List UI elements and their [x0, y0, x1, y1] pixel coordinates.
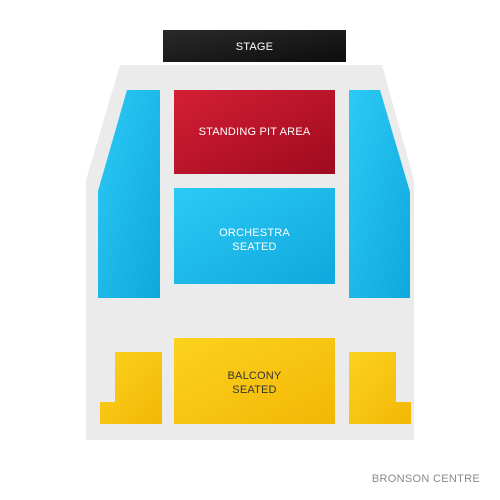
section-stage[interactable]: STAGE [163, 30, 346, 62]
orchestra-label-line2: SEATED [232, 241, 276, 253]
stage-block[interactable] [163, 30, 346, 62]
section-orchestra[interactable]: ORCHESTRA SEATED [174, 188, 335, 284]
section-orchestra-left[interactable] [98, 90, 160, 298]
section-balcony[interactable]: BALCONY SEATED [174, 338, 335, 424]
orchestra-label-line1: ORCHESTRA [219, 227, 290, 239]
section-orchestra-right[interactable] [349, 90, 410, 298]
venue-name: BRONSON CENTRE [371, 473, 480, 485]
section-balcony-left[interactable] [100, 352, 162, 424]
stage-label: STAGE [236, 41, 273, 53]
balcony-label-line2: SEATED [232, 384, 276, 396]
balcony-block[interactable] [174, 338, 335, 424]
section-standing-pit[interactable]: STANDING PIT AREA [174, 90, 335, 174]
orchestra-block[interactable] [174, 188, 335, 284]
standing-pit-label: STANDING PIT AREA [199, 126, 311, 138]
standing-pit-block[interactable] [174, 90, 335, 174]
section-balcony-right[interactable] [349, 352, 411, 424]
balcony-label-line1: BALCONY [228, 370, 282, 382]
